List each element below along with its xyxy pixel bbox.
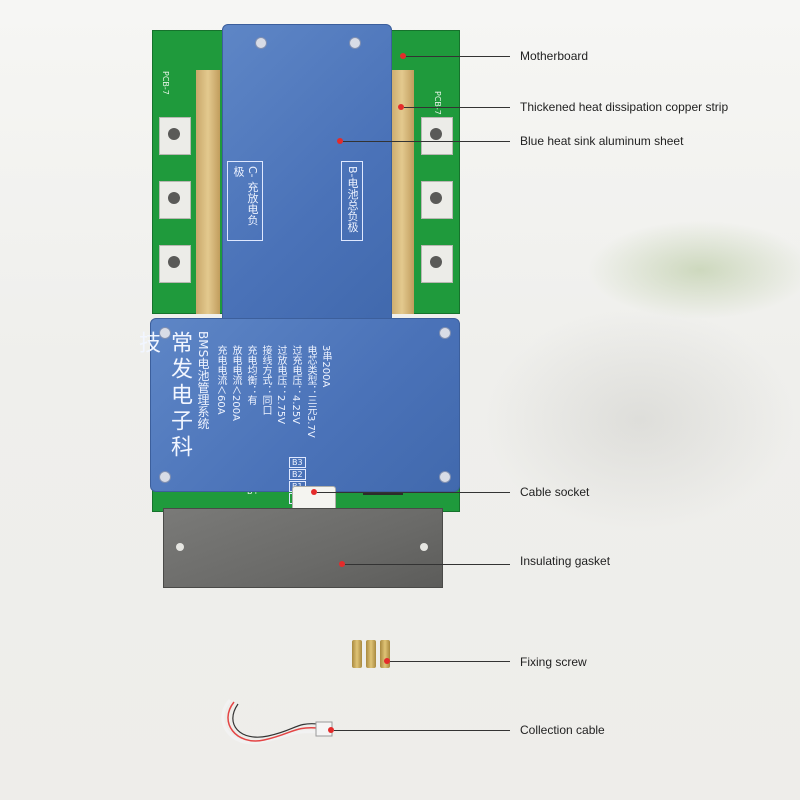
copper-strip-right [390, 70, 414, 314]
terminal-block [159, 245, 191, 283]
terminal-block [421, 117, 453, 155]
callout-line [406, 56, 510, 57]
fixing-screw [366, 640, 376, 668]
collection-cable [221, 698, 333, 745]
bms-subtitle: BMS电池管理系统 [196, 331, 210, 430]
callout-dot [337, 138, 343, 144]
cable-wire [221, 698, 319, 745]
mounting-hole [349, 37, 361, 49]
cable-wire-black [232, 703, 319, 738]
c-minus-label: C- 充放电负极 [227, 161, 263, 241]
callout-fixing-screw: Fixing screw [520, 655, 587, 669]
callout-motherboard: Motherboard [520, 49, 589, 63]
gasket-hole [420, 543, 428, 551]
spec-item: 充电电流＜60A [215, 345, 226, 415]
spec-item: 电芯类型：三元3.7V [305, 345, 316, 438]
fixing-screw [380, 640, 390, 668]
copper-strip-left [196, 70, 220, 314]
b-minus-label: B-电池总负极 [341, 161, 363, 241]
cable-wire-red [227, 701, 319, 742]
heat-sink-top: C- 充放电负极 B-电池总负极 [222, 24, 392, 326]
callout-line [343, 141, 510, 142]
mounting-hole [159, 471, 171, 483]
callout-collection-cable: Collection cable [520, 723, 605, 737]
callout-cable-socket: Cable socket [520, 485, 590, 499]
fixing-screw [352, 640, 362, 668]
mounting-hole [439, 327, 451, 339]
callout-line [334, 730, 510, 731]
spec-item: 接线方式：同口 [260, 345, 271, 415]
pcb-label-left: PCB-7 [161, 71, 170, 95]
mounting-hole [439, 471, 451, 483]
brand-name: 常发电子科技 [135, 331, 192, 461]
callout-dot [398, 104, 404, 110]
insulating-gasket [163, 508, 443, 588]
callout-line [345, 564, 510, 565]
gasket-hole [176, 543, 184, 551]
spec-item: 过放电压：2.75V [275, 345, 286, 425]
spec-item: 放电电流＜200A [230, 345, 241, 421]
terminal-block [159, 181, 191, 219]
terminal-block [421, 245, 453, 283]
pin-b2: B2 [289, 469, 306, 480]
callout-line [404, 107, 510, 108]
callout-dot [384, 658, 390, 664]
heat-sink-main: 常发电子科技 BMS电池管理系统 3串200A 电芯类型：三元3.7V 过充电压… [135, 318, 460, 504]
callout-insulating-gasket: Insulating gasket [520, 554, 611, 568]
pcb-label-right: PCB-7 [433, 91, 442, 115]
terminal-block [421, 181, 453, 219]
callout-dot [328, 727, 334, 733]
spec-list: 3串200A 电芯类型：三元3.7V 过充电压：4.25V 过放电压：2.75V… [213, 345, 333, 438]
callout-line [390, 661, 510, 662]
callout-dot [339, 561, 345, 567]
spec-item: 充电均衡：有 [245, 345, 256, 405]
terminal-block [159, 117, 191, 155]
callout-line [317, 492, 510, 493]
mounting-hole [255, 37, 267, 49]
spec-item: 过充电压：4.25V [290, 345, 301, 425]
pin-b3: B3 [289, 457, 306, 468]
callout-copper-strip: Thickened heat dissipation copper strip [520, 100, 729, 114]
rating-text: 3串200A [320, 345, 331, 388]
callout-dot [311, 489, 317, 495]
mounting-hole [159, 327, 171, 339]
callout-heat-sink: Blue heat sink aluminum sheet [520, 134, 684, 148]
callout-dot [400, 53, 406, 59]
